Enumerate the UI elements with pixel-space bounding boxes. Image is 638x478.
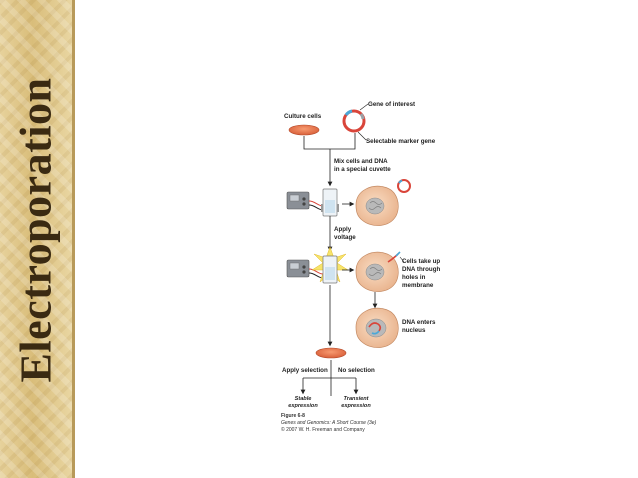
figure-number: Figure 6-8 (281, 413, 305, 419)
no-selection-label: No selection (338, 367, 375, 374)
take-up-label-3: holes in (402, 274, 426, 281)
mix-label-1: Mix cells and DNA (334, 158, 388, 165)
power-supply-icon (286, 191, 310, 210)
gene-of-interest-label: Gene of interest (368, 101, 415, 108)
take-up-label-1: Cells take up (402, 258, 440, 265)
red-wire-2 (308, 268, 324, 275)
plasmid-small-icon-1 (397, 179, 411, 193)
culture-cells-label: Culture cells (284, 113, 322, 120)
stable-label-2: expression (288, 403, 318, 409)
stable-label-1: Stable (295, 396, 312, 402)
gene-pointer (359, 103, 369, 111)
apply-selection-label: Apply selection (282, 367, 328, 374)
transient-label-2: expression (341, 403, 371, 409)
cell-icon-2 (355, 251, 401, 292)
take-up-pointer (399, 256, 405, 263)
sidebar-texture (0, 0, 72, 478)
cell-icon-1 (355, 185, 399, 226)
sidebar-divider (72, 0, 75, 478)
plasmid-icon (342, 109, 366, 133)
cuvette-icon (321, 188, 339, 217)
cuvette-icon-2 (322, 255, 338, 284)
power-supply-icon-2 (286, 259, 310, 278)
merge-line (303, 133, 356, 150)
book-title: Genes and Genomics: A Short Course (3e) (281, 420, 377, 426)
take-up-label-2: DNA through (402, 266, 440, 273)
transient-label-1: Transient (343, 396, 369, 402)
selectable-marker-label: Selectable marker gene (366, 138, 436, 145)
take-up-label-4: membrane (402, 282, 434, 289)
enters-label-1: DNA enters (402, 319, 436, 326)
apply-voltage-label-2: voltage (334, 234, 356, 241)
cell-icon-3 (355, 307, 399, 348)
culture-dish-icon-2 (315, 347, 347, 359)
marker-pointer (357, 131, 367, 141)
apply-voltage-label-1: Apply (334, 226, 352, 233)
copyright: © 2007 W. H. Freeman and Company (281, 426, 365, 433)
culture-dish-icon (288, 124, 320, 136)
mix-label-2: in a special cuvette (334, 166, 391, 173)
enters-label-2: nucleus (402, 327, 426, 334)
